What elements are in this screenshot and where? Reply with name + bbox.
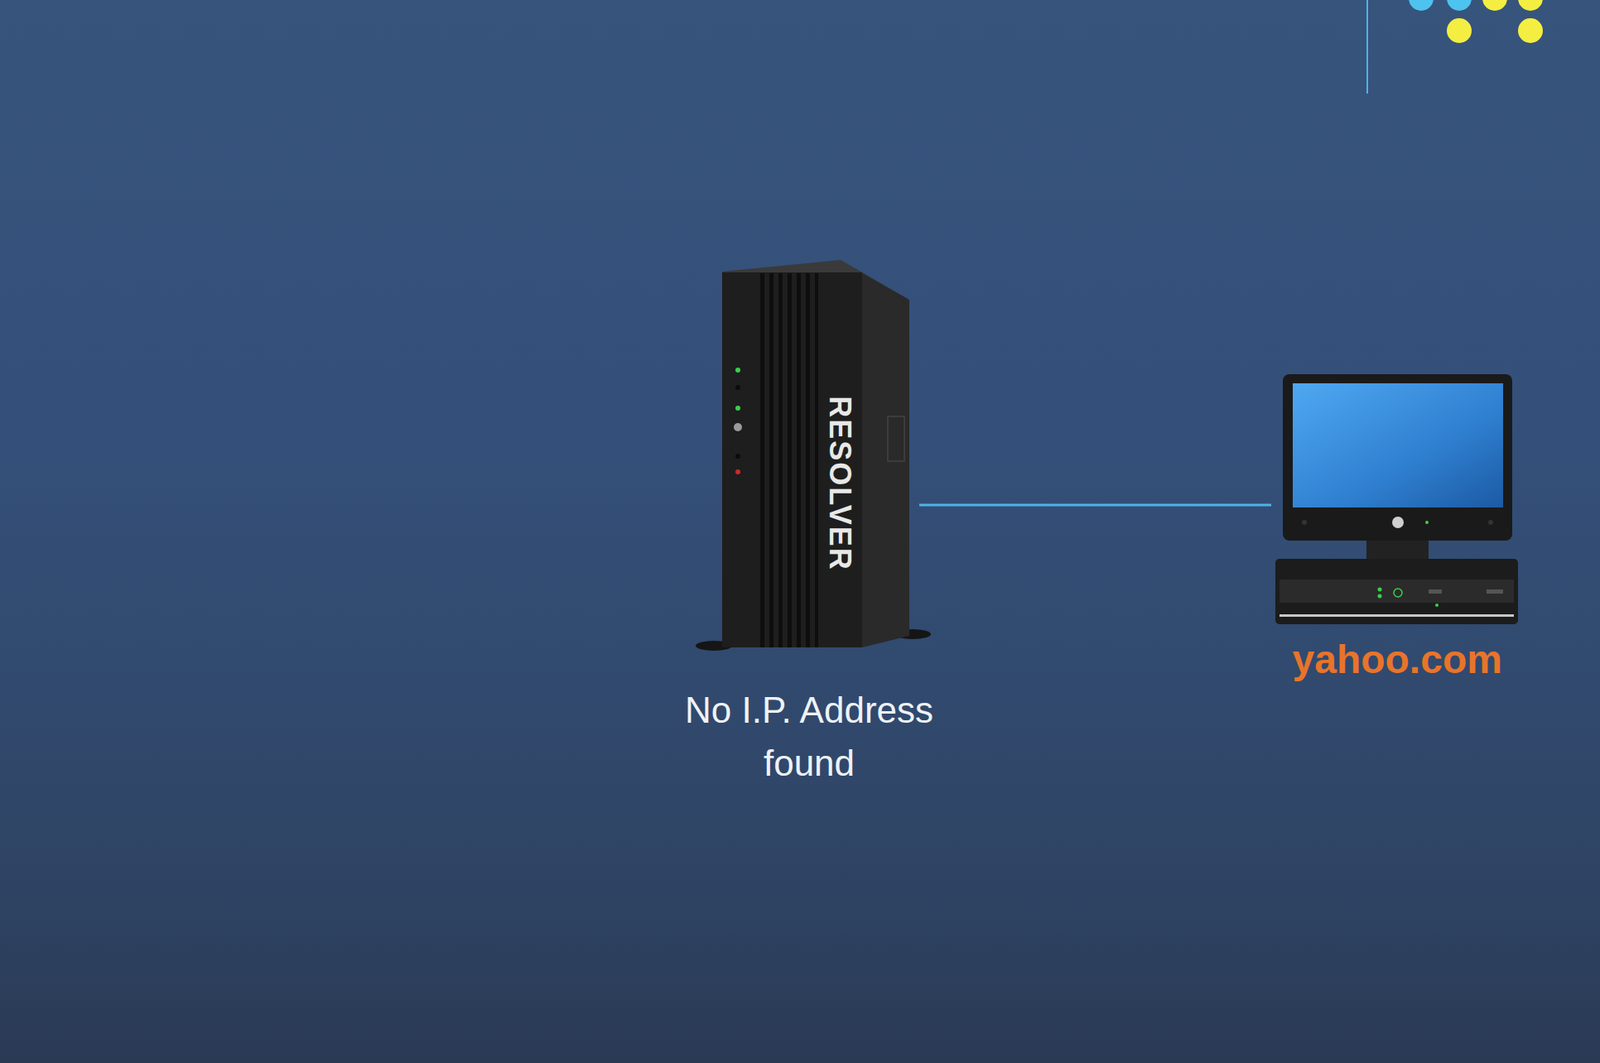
- decoration: [1367, 0, 1543, 94]
- connector-line: [919, 504, 1272, 507]
- status-caption: No I.P. Address found: [635, 684, 984, 791]
- resolver-server: RESOLVERNo I.P. Address found: [698, 252, 920, 659]
- computer: [1275, 374, 1519, 625]
- server-tower: [695, 260, 931, 651]
- domain-label: yahoo.com: [1292, 638, 1503, 683]
- server-label: RESOLVER: [824, 395, 854, 571]
- client-computer: yahoo.com: [1271, 368, 1524, 696]
